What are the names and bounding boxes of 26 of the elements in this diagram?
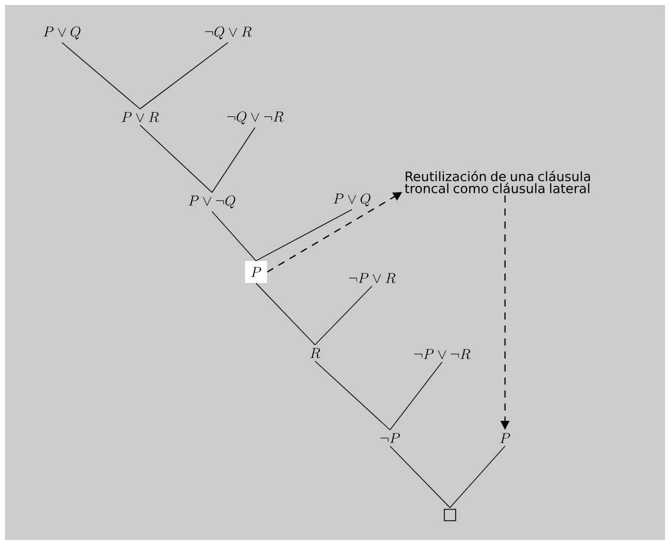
highlighted-clause: $P$ <box>245 261 267 283</box>
clause-label: $\neg Q \lor \neg R$ <box>227 111 284 124</box>
clause-label: $P \lor R$ <box>122 112 159 122</box>
empty-clause-symbol: □ <box>444 508 456 522</box>
resolution-line <box>314 286 372 346</box>
clause-label: $\neg Q \lor R$ <box>204 26 252 40</box>
clause-label: $\neg P \lor R$ <box>349 273 396 284</box>
resolution-line <box>140 124 212 193</box>
clause-label: $P \lor Q$ <box>44 26 80 40</box>
resolution-line <box>140 42 228 110</box>
clause-label: $P$ <box>500 433 510 443</box>
resolution-line <box>314 360 390 430</box>
resolution-line <box>390 362 442 430</box>
resolution-line <box>212 127 256 193</box>
clause-label: $P \lor \neg Q$ <box>188 195 236 208</box>
clause-label: $P \lor Q$ <box>334 193 370 206</box>
resolution-line <box>390 446 450 508</box>
resolution-line <box>450 446 506 508</box>
clause-label: $R$ <box>310 348 320 358</box>
resolution-line <box>62 42 140 110</box>
clause-label: $\neg P \lor \neg R$ <box>414 349 470 360</box>
resolution-line <box>256 282 316 346</box>
annotation-text: Reutilización de una cláusula troncal como cláusula lateral <box>404 170 590 194</box>
resolution-line <box>256 209 352 262</box>
resolution-line <box>212 211 256 262</box>
clause-label: $\neg P$ <box>380 433 400 443</box>
